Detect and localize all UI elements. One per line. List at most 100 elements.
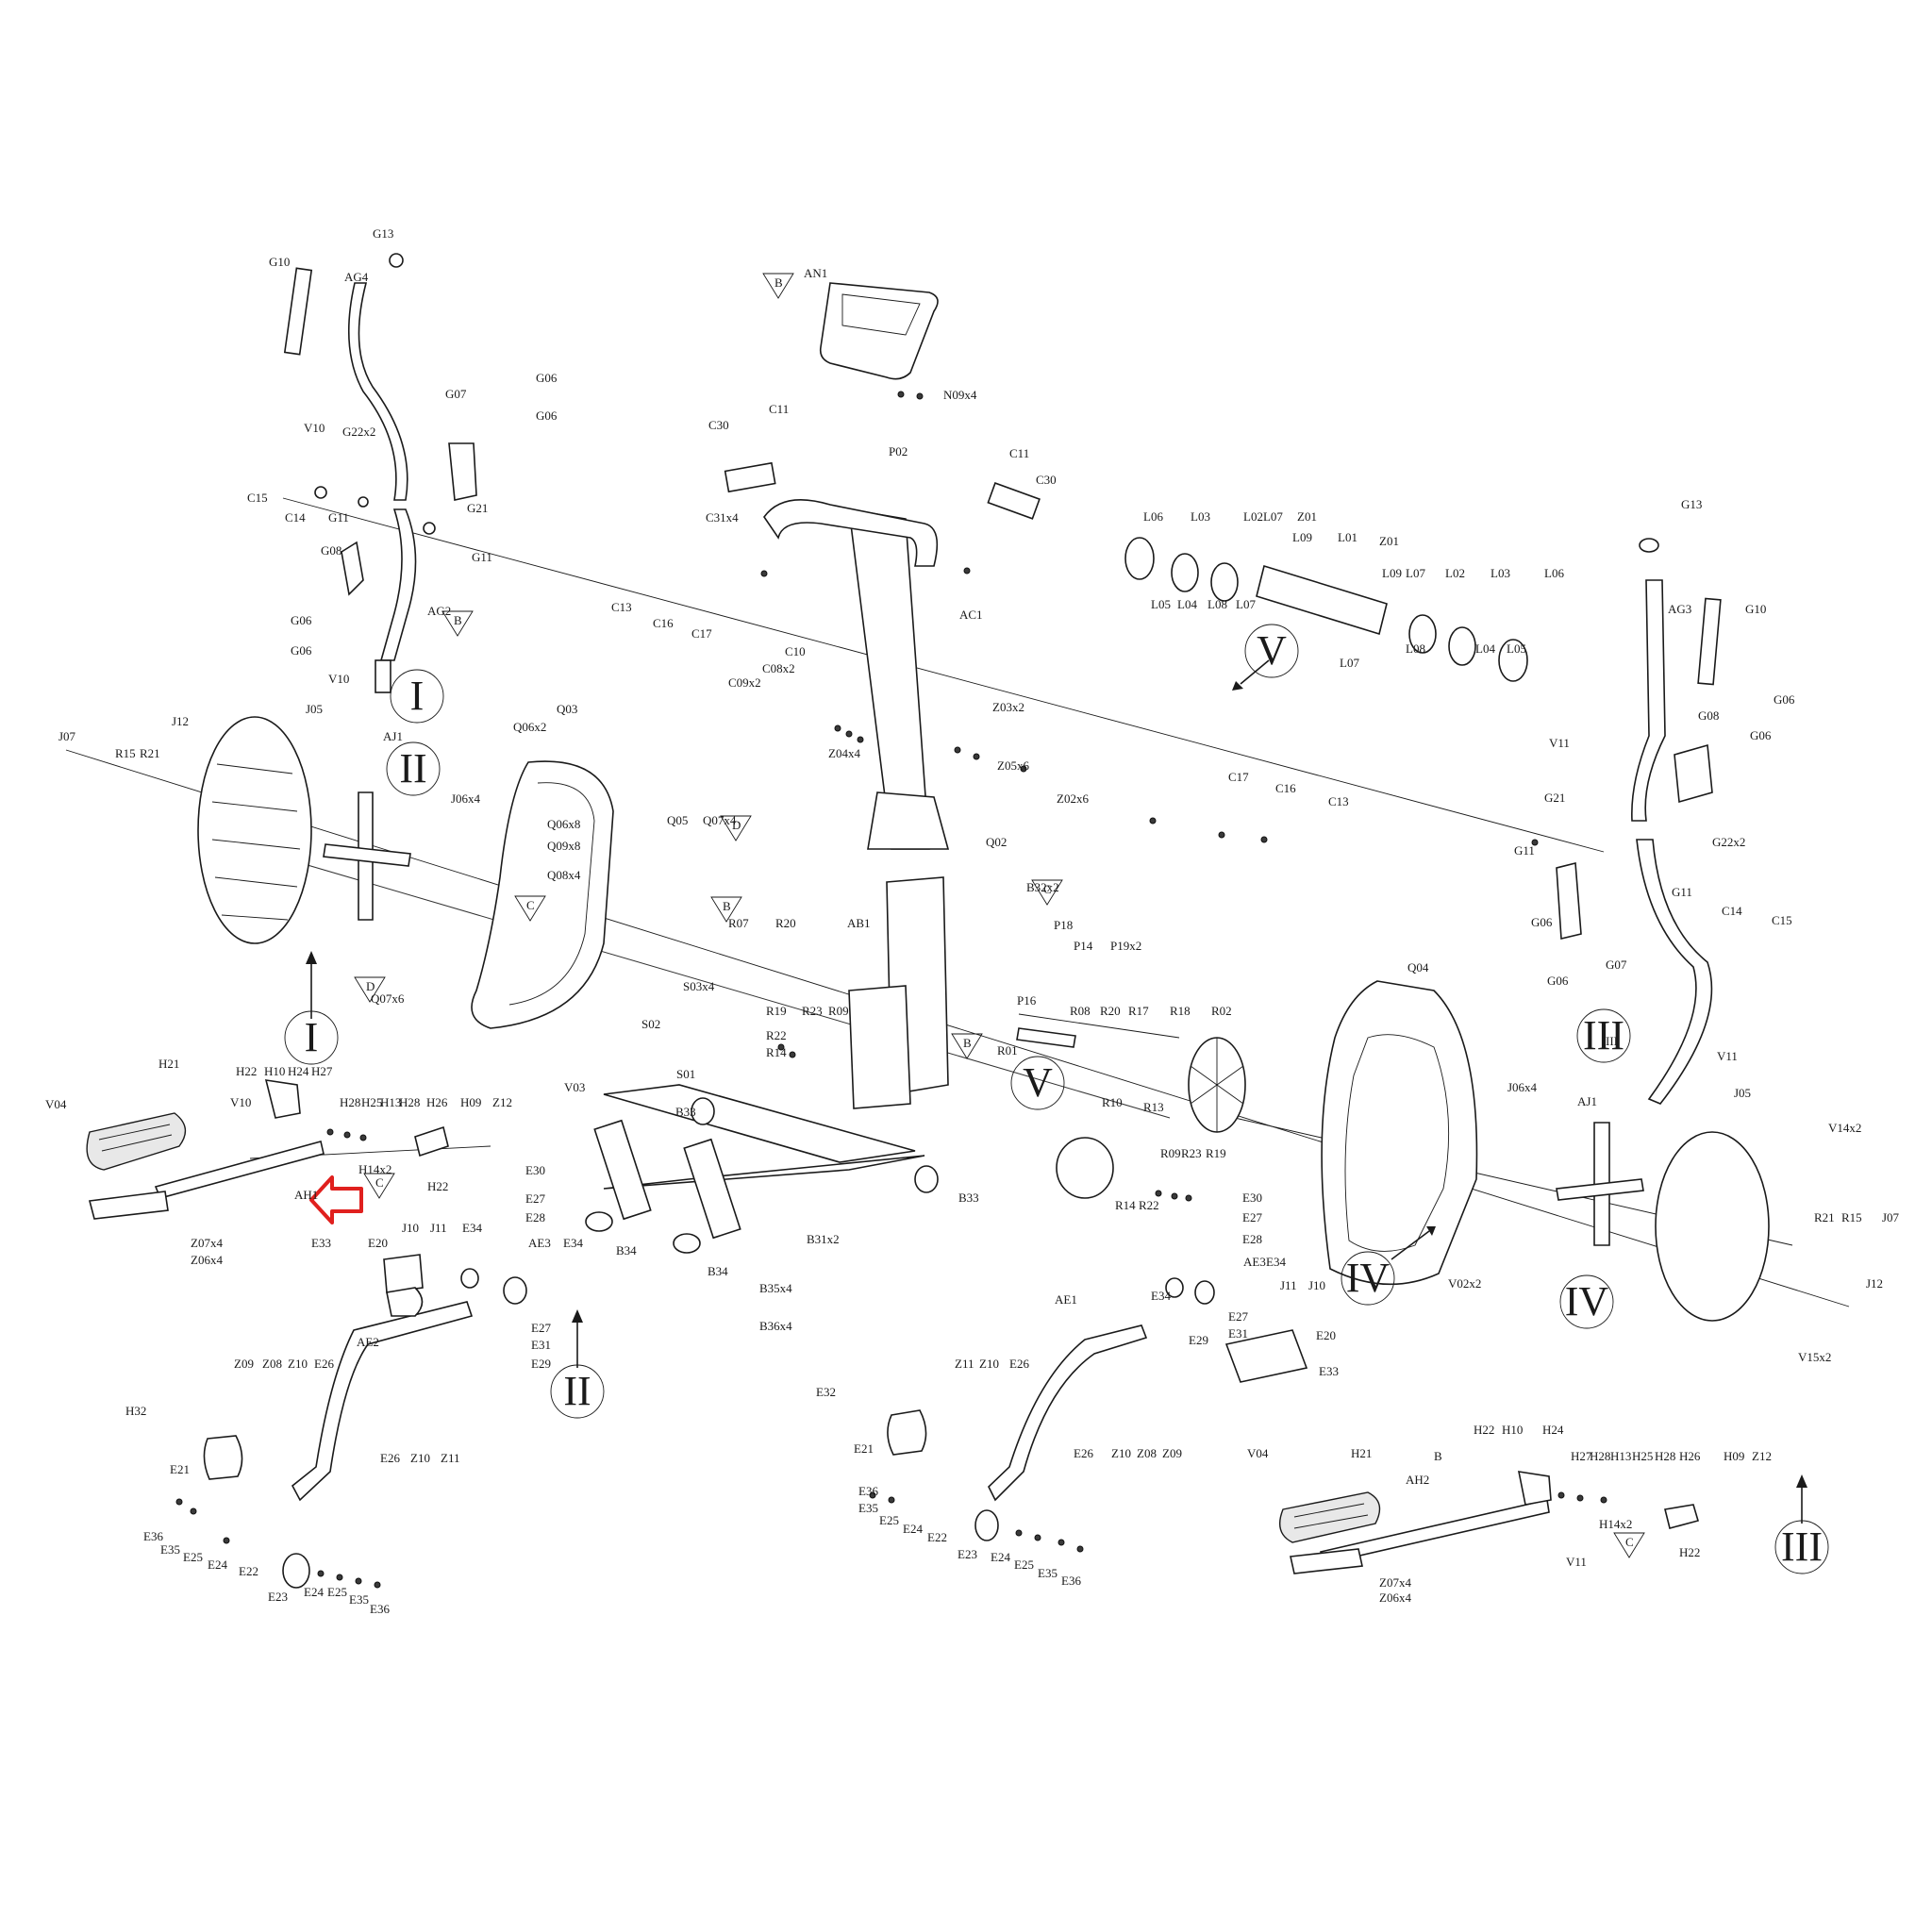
roman-circle xyxy=(1576,1008,1631,1063)
part-label-r23: R23 xyxy=(802,1004,823,1018)
part-label-e27: E27 xyxy=(525,1191,545,1206)
triangle-letter: C xyxy=(1625,1535,1634,1549)
part-label-q06x2: Q06x2 xyxy=(513,720,546,734)
roman-marker-iii: III xyxy=(1576,1008,1631,1063)
part-label-g07: G07 xyxy=(445,387,467,401)
part-label-j05: J05 xyxy=(1734,1086,1751,1100)
part-label-h25: H25 xyxy=(361,1095,382,1109)
triangle-shape xyxy=(354,976,386,1003)
part-label-iii: III xyxy=(1606,1034,1618,1048)
roman-numeral: III xyxy=(1781,1524,1823,1570)
part-label-g08: G08 xyxy=(1698,708,1719,723)
part-label-e36: E36 xyxy=(143,1529,163,1543)
roman-marker-i: I xyxy=(284,1010,339,1065)
part-label-e30: E30 xyxy=(525,1163,545,1177)
part-label-h14x2: H14x2 xyxy=(358,1162,391,1176)
part-label-e34: E34 xyxy=(563,1236,583,1250)
part-label-g06: G06 xyxy=(291,643,312,658)
part-label-e28: E28 xyxy=(525,1210,545,1224)
part-label-e25: E25 xyxy=(1014,1557,1034,1572)
part-label-v03: V03 xyxy=(564,1080,585,1094)
part-label-e34: E34 xyxy=(1266,1255,1286,1269)
part-label-h10: H10 xyxy=(1502,1423,1523,1437)
right-pedal xyxy=(1279,1471,1699,1574)
part-label-j06x4: J06x4 xyxy=(451,791,481,806)
part-label-z06x4: Z06x4 xyxy=(191,1253,223,1267)
part-label-g10: G10 xyxy=(1745,602,1766,616)
part-label-j10: J10 xyxy=(1308,1278,1325,1292)
part-label-b36x4: B36x4 xyxy=(759,1319,792,1333)
part-label-r08: R08 xyxy=(1070,1004,1091,1018)
roman-numeral: V xyxy=(1023,1059,1053,1106)
roman-numeral: IV xyxy=(1346,1255,1391,1301)
part-label-c08x2: C08x2 xyxy=(762,661,795,675)
part-label-j07: J07 xyxy=(58,729,76,743)
part-label-e35: E35 xyxy=(1038,1566,1058,1580)
part-label-h32: H32 xyxy=(125,1404,146,1418)
part-label-q09x8: Q09x8 xyxy=(547,839,580,853)
part-label-l07: L07 xyxy=(1340,656,1359,670)
part-label-v11: V11 xyxy=(1717,1049,1738,1063)
part-label-e26: E26 xyxy=(1074,1446,1093,1460)
part-label-l05: L05 xyxy=(1151,597,1171,611)
part-label-l09: L09 xyxy=(1382,566,1402,580)
part-label-l06: L06 xyxy=(1143,509,1163,524)
part-label-h28: H28 xyxy=(340,1095,360,1109)
part-label-j06x4: J06x4 xyxy=(1507,1080,1538,1094)
triangle-letter: B xyxy=(723,899,731,913)
triangle-letter: B xyxy=(454,613,462,627)
part-label-r13: R13 xyxy=(1143,1100,1164,1114)
triangle-shape xyxy=(720,815,752,841)
part-label-l09: L09 xyxy=(1292,530,1312,544)
part-label-g22x2: G22x2 xyxy=(342,425,375,439)
part-label-h26: H26 xyxy=(1679,1449,1701,1463)
part-label-h28: H28 xyxy=(1590,1449,1610,1463)
part-label-q07x4: Q07x4 xyxy=(703,813,737,827)
part-label-z04x4: Z04x4 xyxy=(828,746,860,760)
part-label-ah1: AH1 xyxy=(294,1188,318,1202)
part-label-g08: G08 xyxy=(321,543,341,558)
part-label-e29: E29 xyxy=(1189,1333,1208,1347)
part-label-e36: E36 xyxy=(858,1484,878,1498)
part-label-q03: Q03 xyxy=(557,702,577,716)
part-label-c15: C15 xyxy=(1772,913,1792,927)
part-label-e24: E24 xyxy=(208,1557,227,1572)
console xyxy=(819,282,939,380)
part-label-e22: E22 xyxy=(239,1564,258,1578)
part-label-r23: R23 xyxy=(1181,1146,1202,1160)
part-label-h24: H24 xyxy=(1542,1423,1564,1437)
part-label-g13: G13 xyxy=(373,226,393,241)
triangle-shape xyxy=(762,273,794,299)
part-label-r01: R01 xyxy=(997,1043,1018,1058)
part-label-e31: E31 xyxy=(1228,1326,1248,1341)
triangle-letter: C xyxy=(1043,882,1052,896)
highlight-arrow xyxy=(309,1175,363,1224)
part-label-z07x4: Z07x4 xyxy=(1379,1575,1411,1590)
part-label-c31x4: C31x4 xyxy=(706,510,739,525)
part-label-l05: L05 xyxy=(1507,641,1526,656)
part-label-s01: S01 xyxy=(676,1067,695,1081)
roman-circle xyxy=(1559,1274,1614,1329)
part-label-q04: Q04 xyxy=(1407,960,1429,974)
part-label-v04: V04 xyxy=(45,1097,67,1111)
part-label-l07: L07 xyxy=(1406,566,1425,580)
part-label-r09: R09 xyxy=(1160,1146,1181,1160)
part-label-g07: G07 xyxy=(1606,958,1627,972)
part-label-r17: R17 xyxy=(1128,1004,1149,1018)
part-label-ag3: AG3 xyxy=(1668,602,1691,616)
triangle-marker-d: D xyxy=(720,815,752,841)
left-shroud xyxy=(471,760,614,1029)
roman-marker-iii: III xyxy=(1774,1520,1829,1574)
part-label-g10: G10 xyxy=(269,255,290,269)
roman-circle xyxy=(1244,624,1299,678)
part-label-c11: C11 xyxy=(769,402,789,416)
roman-numeral: II xyxy=(563,1368,591,1414)
part-label-r07: R07 xyxy=(728,916,749,930)
triangle-marker-c: C xyxy=(1031,879,1063,906)
right-lower-arm xyxy=(887,1277,1308,1541)
part-label-e25: E25 xyxy=(879,1513,899,1527)
part-label-r21: R21 xyxy=(1814,1210,1835,1224)
roman-marker-i: I xyxy=(390,669,444,724)
